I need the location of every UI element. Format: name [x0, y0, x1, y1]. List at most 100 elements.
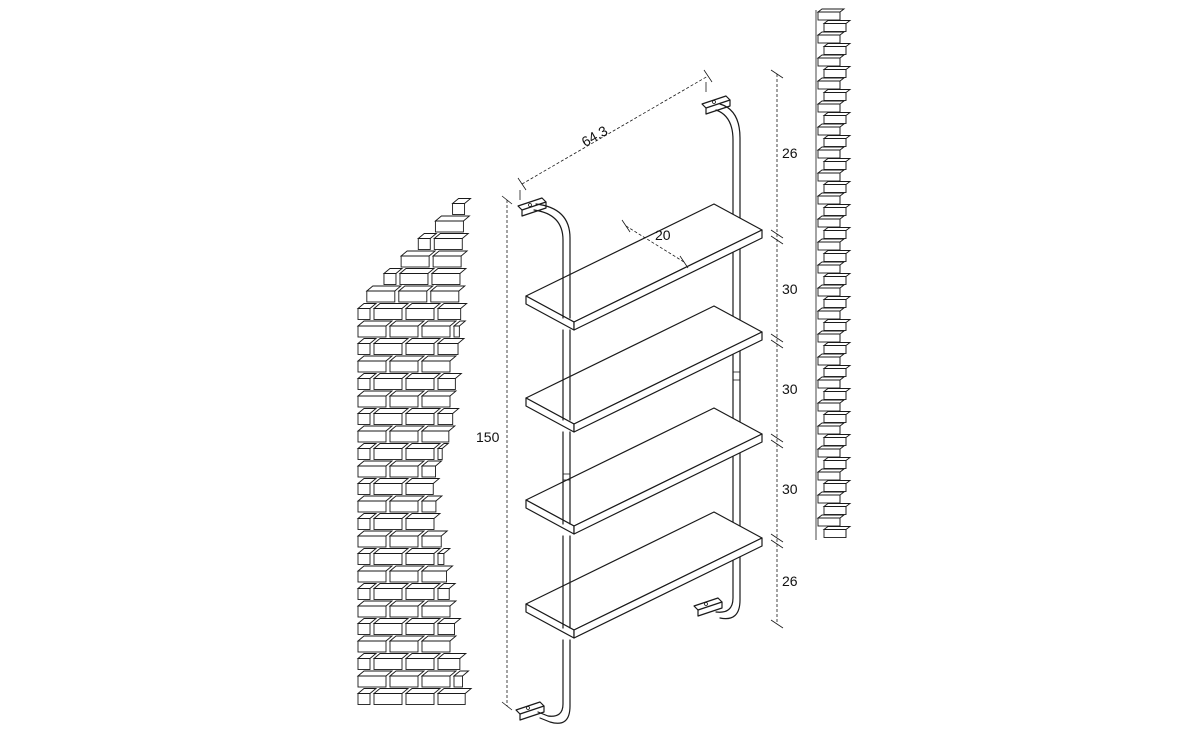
- brick: [356, 513, 378, 530]
- brick: [436, 443, 450, 460]
- left-upright-rod: [533, 203, 571, 724]
- brick: [420, 390, 458, 408]
- width-dimension: 64.3: [517, 69, 713, 200]
- brick: [372, 513, 410, 530]
- segment-tick: [770, 433, 784, 449]
- brick: [356, 303, 378, 320]
- shelf: [525, 305, 763, 433]
- brick: [388, 600, 426, 618]
- width-label: 64.3: [579, 122, 611, 150]
- brick: [372, 618, 410, 635]
- brick: [816, 445, 846, 458]
- brick: [356, 688, 378, 705]
- left-brick-wall: [356, 198, 473, 705]
- brick: [404, 688, 442, 705]
- brick: [816, 31, 846, 44]
- brick: [816, 514, 846, 527]
- brick: [372, 338, 410, 355]
- brick: [822, 411, 852, 423]
- brick: [436, 618, 462, 635]
- brick: [822, 135, 852, 147]
- brick: [404, 548, 442, 565]
- brick: [356, 355, 394, 373]
- brick: [816, 422, 846, 435]
- brick: [822, 20, 852, 32]
- brick: [372, 583, 410, 600]
- brick: [356, 373, 378, 390]
- brick: [436, 338, 466, 355]
- brick: [420, 355, 458, 373]
- brick: [822, 66, 852, 78]
- brick: [429, 285, 467, 303]
- brick: [372, 653, 410, 670]
- brick: [420, 565, 454, 583]
- brick: [399, 250, 437, 268]
- top-left-bracket: [517, 197, 547, 217]
- brick: [356, 565, 394, 583]
- brick: [822, 503, 852, 515]
- segment-label-5: 26: [782, 573, 798, 589]
- brick: [816, 54, 846, 67]
- brick: [436, 653, 468, 670]
- brick: [356, 495, 394, 513]
- brick: [356, 478, 378, 495]
- brick: [816, 284, 846, 297]
- brick: [420, 495, 444, 513]
- brick: [816, 238, 846, 251]
- shelves: [525, 203, 763, 639]
- brick: [372, 373, 410, 390]
- brick: [822, 365, 852, 377]
- brick: [436, 373, 463, 390]
- brick: [822, 204, 852, 216]
- brick: [356, 530, 394, 548]
- brick: [417, 233, 438, 250]
- brick: [452, 670, 470, 688]
- brick: [822, 250, 852, 262]
- brick: [388, 425, 426, 443]
- brick: [822, 342, 852, 354]
- brick: [356, 583, 378, 600]
- brick: [404, 408, 442, 425]
- brick: [404, 303, 442, 320]
- segment-tick: [770, 333, 784, 349]
- brick: [822, 158, 852, 170]
- brick: [404, 373, 442, 390]
- brick: [356, 548, 378, 565]
- shelf: [525, 511, 763, 639]
- brick: [356, 320, 394, 338]
- brick: [388, 670, 426, 688]
- segment-tick: [770, 69, 784, 79]
- brick: [398, 268, 436, 285]
- brick: [452, 320, 467, 338]
- brick: [356, 443, 378, 460]
- brick: [436, 303, 468, 320]
- brick: [822, 181, 852, 193]
- brick: [822, 480, 852, 492]
- brick: [822, 43, 852, 55]
- brick: [356, 460, 394, 478]
- brick: [372, 478, 410, 495]
- brick: [356, 618, 378, 635]
- brick: [388, 320, 426, 338]
- top-right-bracket: [701, 95, 731, 115]
- brick: [404, 513, 442, 530]
- brick: [388, 530, 426, 548]
- brick: [372, 408, 410, 425]
- brick: [404, 443, 442, 460]
- brick: [404, 583, 442, 600]
- brick: [388, 460, 426, 478]
- brick: [451, 198, 472, 215]
- right-brick-wall: [815, 8, 852, 540]
- brick: [822, 296, 852, 308]
- brick: [816, 330, 846, 343]
- segment-label-1: 26: [782, 145, 798, 161]
- brick: [420, 670, 458, 688]
- brick: [822, 388, 852, 400]
- brick: [388, 565, 426, 583]
- shelf: [525, 203, 763, 331]
- shelf: [525, 407, 763, 535]
- brick: [356, 390, 394, 408]
- brick: [356, 635, 394, 653]
- brick: [816, 307, 846, 320]
